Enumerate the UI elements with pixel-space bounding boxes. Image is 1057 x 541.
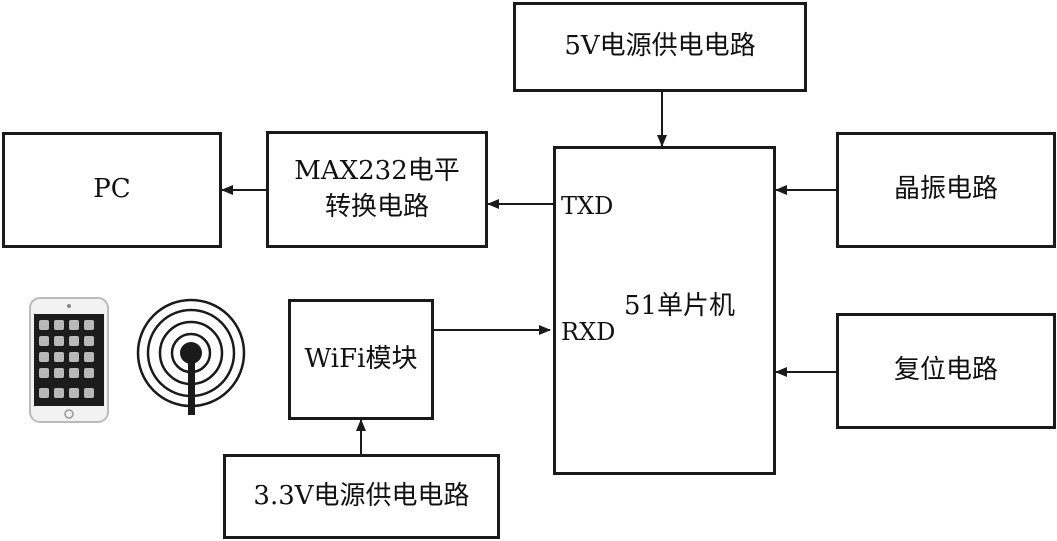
crystal-block: 晶振电路 [836, 132, 1056, 248]
txd-pin-label: TXD [561, 192, 614, 220]
power-5v-label: 5V电源供电电路 [564, 31, 756, 62]
max232-label-line2: 转换电路 [324, 191, 429, 222]
wifi-module-label: WiFi模块 [304, 343, 418, 374]
wifi-antenna-icon [136, 298, 246, 415]
rxd-pin-label: RXD [561, 318, 616, 346]
smartphone-icon [29, 297, 109, 423]
mcu-block: 51单片机 [553, 146, 776, 475]
power-33v-block: 3.3V电源供电电路 [223, 454, 500, 539]
crystal-label: 晶振电路 [893, 174, 998, 205]
power-5v-block: 5V电源供电电路 [513, 2, 807, 92]
reset-block: 复位电路 [836, 313, 1056, 429]
wifi-module-block: WiFi模块 [288, 299, 434, 420]
max232-label-line1: MAX232电平 [294, 156, 460, 187]
pc-block: PC [2, 132, 222, 248]
pc-label: PC [93, 174, 131, 205]
max232-block: MAX232电平 转换电路 [266, 131, 488, 248]
power-33v-label: 3.3V电源供电电路 [253, 480, 470, 511]
reset-label: 复位电路 [893, 355, 998, 386]
mcu-label: 51单片机 [623, 290, 736, 321]
